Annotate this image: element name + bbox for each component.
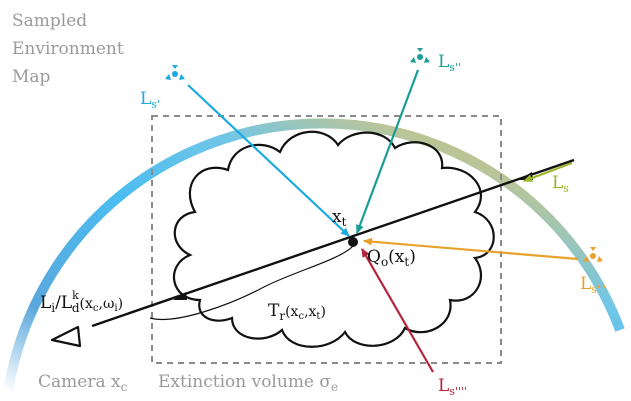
ls5-label: Ls'''' — [438, 376, 467, 398]
env-map-label-line2: Environment — [12, 39, 124, 59]
env-map-label-line3: Map — [12, 67, 51, 87]
transmittance-label: Tr(xc,xt) — [268, 301, 326, 323]
light-ray-ls4 — [363, 237, 579, 261]
extinction-volume-box — [151, 115, 502, 364]
environment-map-ring — [3, 118, 625, 393]
cloud-outline — [172, 130, 495, 348]
light-ray-ls3 — [523, 161, 573, 183]
extinction-volume-label: Extinction volume σe — [158, 372, 338, 394]
camera-ray-arrowhead-near — [173, 292, 187, 300]
light-ray-ls1 — [187, 84, 350, 237]
light-icon-ls4 — [583, 247, 603, 262]
light-ray-ls5 — [361, 248, 434, 373]
env-map-label-line1: Sampled — [12, 11, 87, 31]
scattering-point — [348, 237, 358, 247]
camera-label: Camera xc — [38, 372, 128, 394]
ls1-label: Ls' — [140, 89, 160, 111]
light-ray-ls2 — [355, 69, 420, 234]
light-icon-ls2 — [410, 48, 430, 63]
outscatter-label: Qo(xt) — [367, 247, 416, 269]
transmittance-brace — [149, 245, 354, 320]
ls3-label: Ls — [552, 173, 569, 195]
camera-icon — [50, 325, 82, 348]
camera-ray — [91, 158, 575, 328]
ls4-label: Ls''' — [580, 274, 606, 296]
xt-label: xt — [332, 207, 347, 229]
light-icon-ls1 — [165, 65, 185, 80]
ls2-label: Ls'' — [438, 52, 461, 74]
